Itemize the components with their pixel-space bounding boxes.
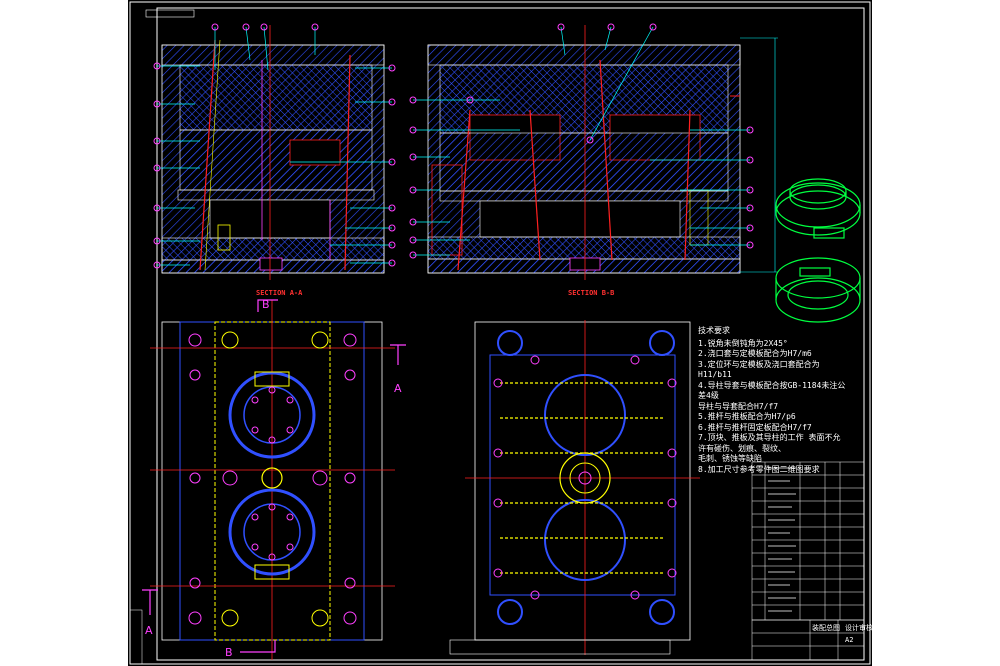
note-item: 毛刺、锈蚀等缺陷	[698, 454, 762, 463]
section-marker-b-bottom: B	[225, 646, 233, 659]
part-3d-view-bottom	[775, 257, 861, 323]
technical-requirements: 技术要求 1.锐角未倒钝角为2X45° 2.浇口套与定模板配合为H7/m6 3.…	[698, 326, 848, 475]
top-left-corner-box	[145, 9, 195, 18]
outer-border	[129, 1, 871, 665]
company-name: 设计审核	[845, 624, 873, 632]
section-marker-a-right: A	[394, 382, 402, 395]
note-item: 2.浇口套与定模板配合为H7/m6	[698, 349, 812, 358]
note-item: 3.定位环与定模板及浇口套配合为H11/b11	[698, 359, 820, 380]
section-cut-lines	[142, 299, 406, 653]
section-label-left: SECTION A-A	[256, 289, 303, 297]
plan-left-bolts	[188, 331, 357, 627]
balloons-right	[409, 23, 754, 259]
plan-right-bolts	[493, 330, 677, 625]
notes-title: 技术要求	[698, 326, 730, 335]
note-item: 4.导柱导套与模板配合按GB-1184未注公差4级	[698, 380, 846, 401]
section-marker-a-left: A	[145, 624, 153, 637]
balloons-left	[153, 23, 396, 269]
section-marker-b-top: B	[262, 298, 270, 311]
parts-list-table	[751, 461, 865, 621]
section-label-right: SECTION B-B	[568, 289, 615, 297]
part-3d-view-top	[775, 178, 861, 239]
leader-lines-right	[413, 26, 750, 256]
note-item: 1.锐角未倒钝角为2X45°	[698, 338, 788, 348]
note-item: 7.顶块、推板及其导柱的工作 表面不允许有碰伤、划痕、裂纹、	[698, 433, 841, 453]
note-item: 6.推杆与推杆固定板配合H7/f7	[698, 422, 812, 432]
leader-lines-left	[157, 26, 392, 266]
title-block-frame	[751, 619, 865, 661]
drawing-title: 装配总图	[812, 624, 840, 632]
section-view-left	[161, 25, 385, 280]
parts-list-marks	[768, 467, 796, 612]
sheet-size: A2	[845, 636, 854, 644]
left-margin-table	[129, 609, 143, 665]
inner-border	[156, 7, 865, 661]
note-item: 5.推杆与推板配合为H7/p6	[698, 412, 796, 421]
note-item: 导柱与导套配合H7/f7	[698, 401, 779, 411]
section-view-right	[427, 25, 778, 280]
plan-view-right	[449, 320, 700, 655]
plan-view-left	[150, 300, 395, 660]
plan-right-rods	[500, 382, 665, 574]
note-item: 8.加工尺寸参考零件图二维图要求	[698, 464, 820, 474]
